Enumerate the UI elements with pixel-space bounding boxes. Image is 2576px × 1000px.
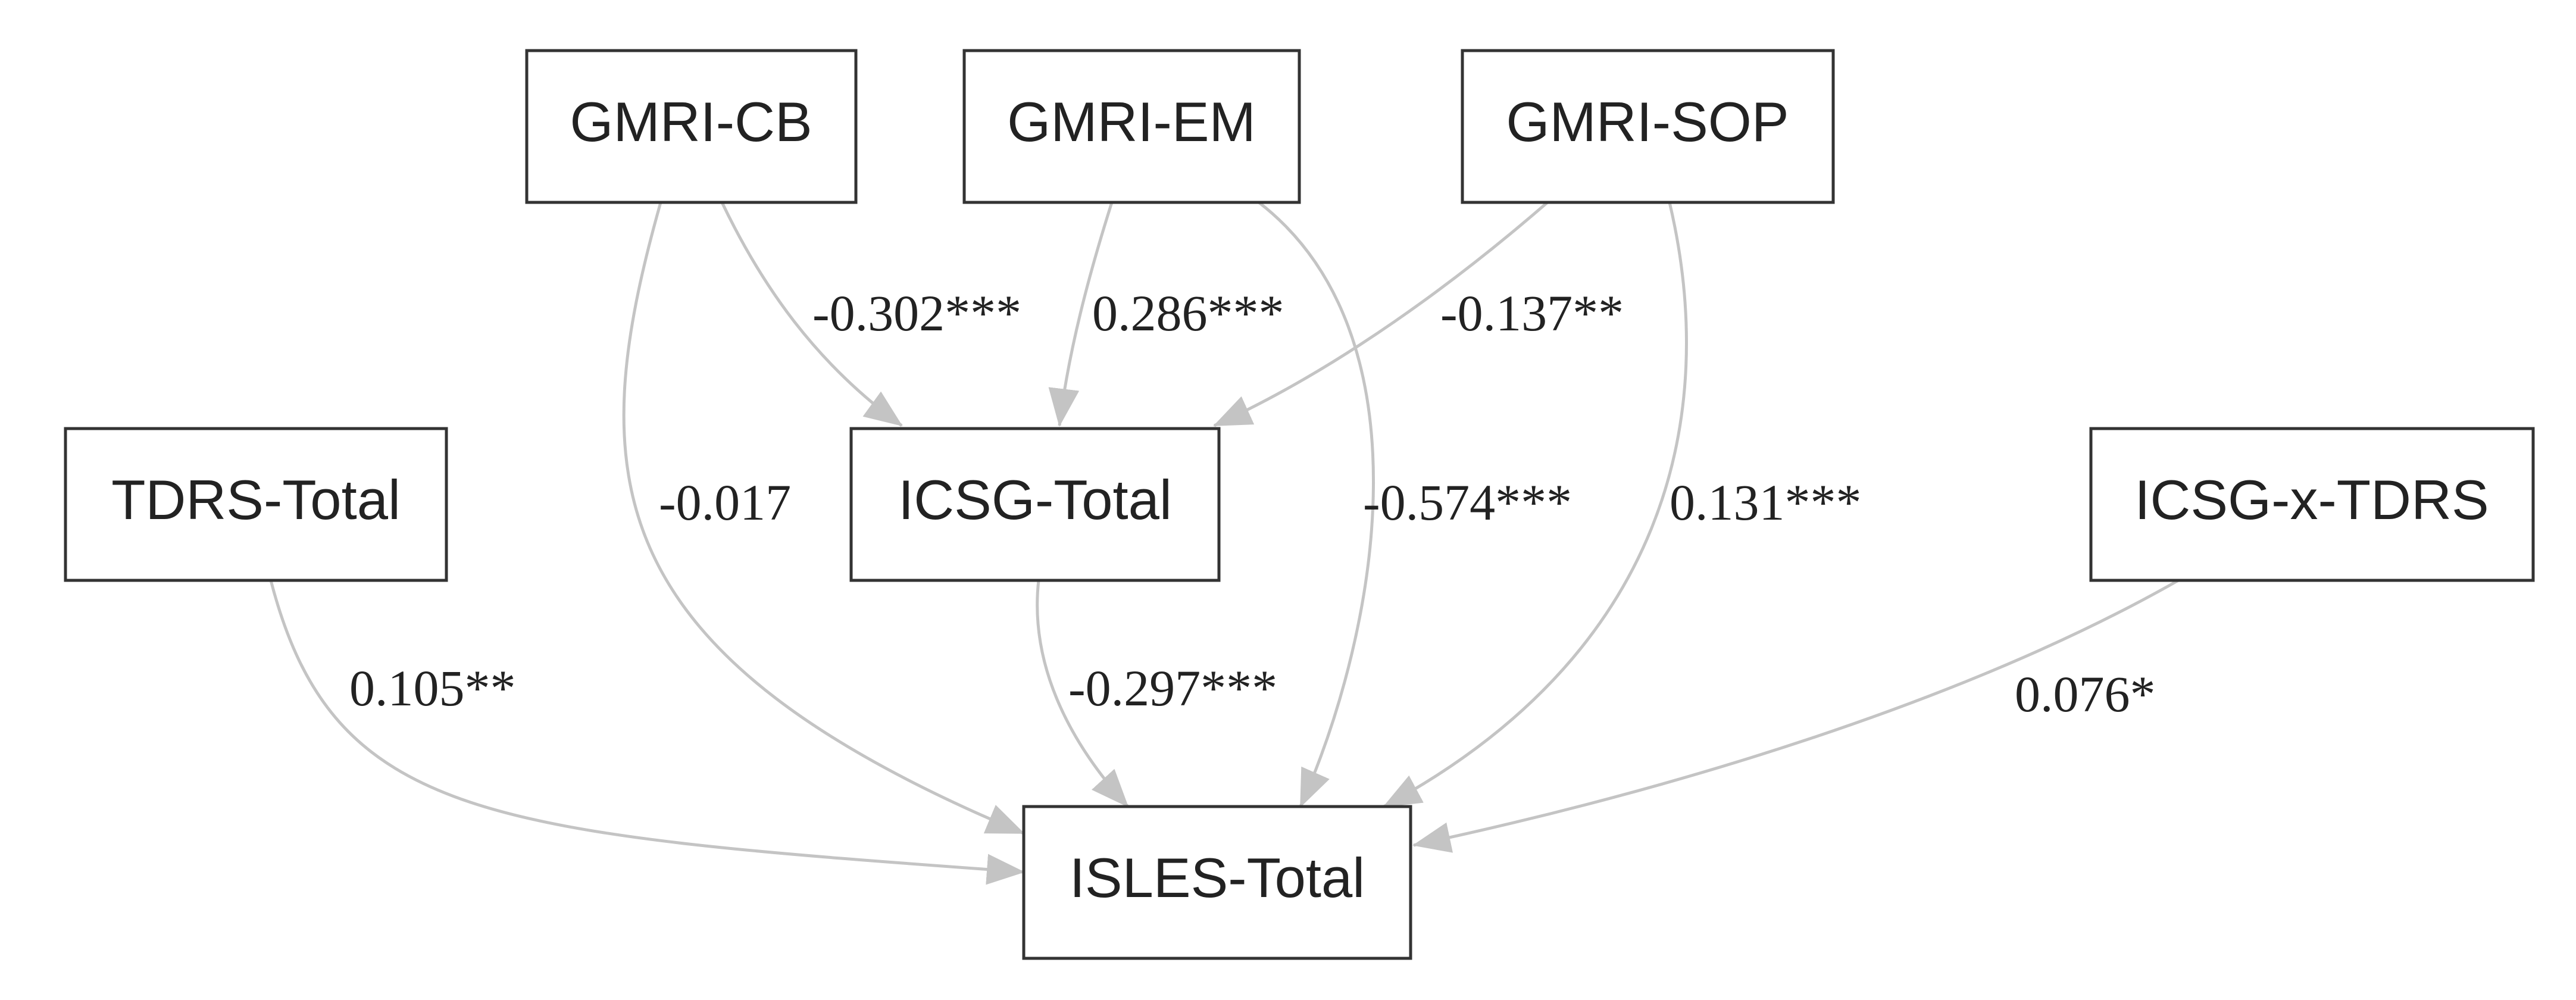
node-label-gmri-sop: GMRI-SOP	[1506, 90, 1789, 153]
edge-label-em-to-isles: -0.574***	[1363, 474, 1572, 531]
edge-label-em-to-icsg: 0.286***	[1092, 285, 1284, 342]
edge-label-sop-to-icsg: -0.137**	[1440, 285, 1624, 342]
node-isles-total: ISLES-Total	[1022, 805, 1412, 960]
node-label-icsg-x-tdrs: ICSG-x-TDRS	[2134, 468, 2489, 531]
edge-gmri-sop-to-icsg-total	[1213, 201, 1549, 427]
edge-icsg-total-to-isles-total	[1036, 580, 1129, 808]
edges	[269, 201, 2180, 885]
node-label-tdrs-total: TDRS-Total	[111, 468, 401, 531]
edge-gmri-sop-to-isles-total	[1383, 202, 1688, 808]
node-icsg-x-tdrs: ICSG-x-TDRS	[2089, 427, 2535, 582]
edge-label-cb-to-icsg: -0.302***	[812, 285, 1021, 342]
node-label-isles-total: ISLES-Total	[1070, 846, 1365, 909]
node-gmri-em: GMRI-EM	[962, 49, 1301, 204]
edge-label-sop-to-isles: 0.131***	[1670, 474, 1862, 531]
node-label-gmri-em: GMRI-EM	[1007, 90, 1256, 153]
edge-gmri-em-to-icsg-total	[1048, 202, 1114, 427]
edge-labels: -0.302*** 0.286*** -0.137** -0.017 -0.57…	[349, 285, 2156, 723]
node-gmri-cb: GMRI-CB	[525, 49, 858, 204]
edge-gmri-cb-to-isles-total	[622, 202, 1025, 835]
node-gmri-sop: GMRI-SOP	[1461, 49, 1835, 204]
edge-label-cb-to-isles: -0.017	[659, 474, 791, 531]
edge-label-tdrs-to-isles: 0.105**	[349, 660, 516, 717]
node-icsg-total: ICSG-Total	[849, 427, 1221, 582]
edge-tdrs-total-to-isles-total	[269, 580, 1025, 885]
edge-icsg-x-tdrs-to-isles-total	[1412, 579, 2180, 853]
node-label-icsg-total: ICSG-Total	[898, 468, 1172, 531]
edge-gmri-cb-to-icsg-total	[720, 201, 903, 427]
edge-gmri-em-to-isles-total	[1258, 201, 1375, 808]
node-label-gmri-cb: GMRI-CB	[570, 90, 812, 153]
node-tdrs-total: TDRS-Total	[64, 427, 448, 582]
edge-label-icsg-to-isles: -0.297***	[1068, 660, 1277, 717]
edge-label-icsgxtdrs-to-isles: 0.076*	[2015, 665, 2156, 723]
